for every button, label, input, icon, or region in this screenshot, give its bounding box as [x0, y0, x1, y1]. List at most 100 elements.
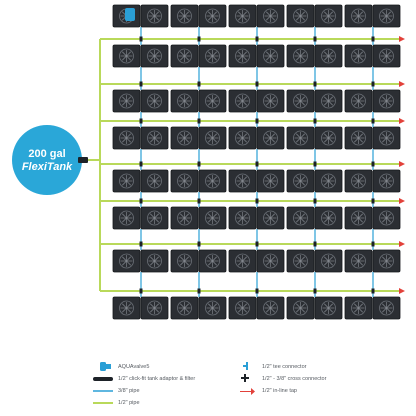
tank-adaptor-filter-icon — [93, 377, 113, 381]
pot-spoke — [328, 176, 333, 182]
cross-connector-icon — [255, 241, 259, 247]
pot-spoke — [328, 137, 333, 143]
pot-spoke — [180, 100, 185, 106]
pot-drainage-icon — [263, 173, 278, 189]
cross-connector-icon — [139, 118, 143, 124]
pot-spoke — [382, 96, 387, 102]
pot-pair — [286, 4, 343, 28]
pot-spoke — [266, 256, 271, 262]
pot-pair — [112, 4, 169, 28]
pot-pair — [112, 249, 169, 273]
cross-connector-icon — [139, 36, 143, 42]
pot-spoke — [382, 256, 387, 262]
pot-drainage-icon — [321, 253, 336, 269]
pot-pair — [228, 89, 285, 113]
pot-spoke — [328, 256, 333, 262]
pot-spoke — [328, 55, 333, 61]
pot-drainage-icon — [321, 48, 336, 64]
pot-drainage-icon — [205, 173, 220, 189]
pot-spoke — [238, 176, 243, 182]
pot-pair — [170, 206, 227, 230]
pot-spoke — [266, 11, 271, 17]
pot-spoke — [122, 137, 127, 143]
pot-spoke — [386, 11, 391, 17]
cross-connector-icon — [241, 377, 249, 379]
pot-drainage-icon — [263, 130, 278, 146]
pot-spoke — [150, 55, 155, 61]
pot-spoke — [150, 176, 155, 182]
pot-spoke — [238, 303, 243, 309]
pot-spoke — [238, 213, 243, 219]
cross-connector-icon — [197, 118, 201, 124]
pot-pair — [344, 4, 401, 28]
pot-pair — [344, 44, 401, 68]
pot-spoke — [328, 180, 333, 186]
cross-connector-icon — [255, 36, 259, 42]
pot-spoke — [154, 137, 159, 143]
pot-spoke — [154, 55, 159, 61]
pot-spoke — [270, 180, 275, 186]
pot-spoke — [242, 213, 247, 219]
pot-spoke — [300, 256, 305, 262]
pot-spoke — [238, 307, 243, 313]
pot-spoke — [126, 213, 131, 219]
inline-tap-icon — [240, 388, 255, 395]
pot-spoke — [242, 260, 247, 266]
pot-spoke — [382, 260, 387, 266]
pot-spoke — [154, 11, 159, 17]
cross-connector-icon — [371, 36, 375, 42]
pot-spoke — [150, 133, 155, 139]
pot-spoke — [324, 303, 329, 309]
pot-spoke — [184, 55, 189, 61]
pot-spoke — [354, 180, 359, 186]
pot-pair — [170, 89, 227, 113]
pot-pair — [344, 89, 401, 113]
pot-drainage-icon — [379, 48, 394, 64]
pot-spoke — [266, 307, 271, 313]
pot-spoke — [180, 176, 185, 182]
pot-spoke — [386, 55, 391, 61]
pot-spoke — [150, 96, 155, 102]
pot-drainage-icon — [263, 93, 278, 109]
pot-spoke — [184, 15, 189, 21]
pot-spoke — [184, 217, 189, 223]
pot-spoke — [238, 217, 243, 223]
pot-spoke — [126, 96, 131, 102]
cross-connector-icon — [313, 36, 317, 42]
pot-spoke — [386, 217, 391, 223]
pot-spoke — [212, 213, 217, 219]
pot-spoke — [180, 213, 185, 219]
pot-drainage-icon — [235, 210, 250, 226]
pot-drainage-icon — [321, 8, 336, 24]
pot-spoke — [296, 133, 301, 139]
pot-pair — [344, 296, 401, 320]
pot-spoke — [270, 307, 275, 313]
pot-spoke — [300, 213, 305, 219]
pot-spoke — [180, 303, 185, 309]
pot-spoke — [358, 55, 363, 61]
pot-drainage-icon — [177, 93, 192, 109]
pot-spoke — [324, 96, 329, 102]
pot-spoke — [382, 15, 387, 21]
tank-name: FlexiTank — [21, 161, 73, 173]
pot-spoke — [238, 260, 243, 266]
pot-spoke — [266, 180, 271, 186]
pot-spoke — [242, 307, 247, 313]
pot-pair — [170, 169, 227, 193]
tank-body-icon — [12, 125, 82, 195]
pot-drainage-icon — [263, 253, 278, 269]
pot-spoke — [296, 213, 301, 219]
cross-connector-icon — [197, 198, 201, 204]
pot-drainage-icon — [177, 173, 192, 189]
pot-drainage-icon — [351, 173, 366, 189]
pot-spoke — [300, 96, 305, 102]
pot-spoke — [242, 15, 247, 21]
pot-spoke — [180, 96, 185, 102]
pot-spoke — [386, 303, 391, 309]
pot-spoke — [270, 15, 275, 21]
pot-spoke — [208, 303, 213, 309]
pot-drainage-icon — [293, 8, 308, 24]
pot-spoke — [358, 176, 363, 182]
pot-spoke — [300, 11, 305, 17]
pot-spoke — [324, 180, 329, 186]
